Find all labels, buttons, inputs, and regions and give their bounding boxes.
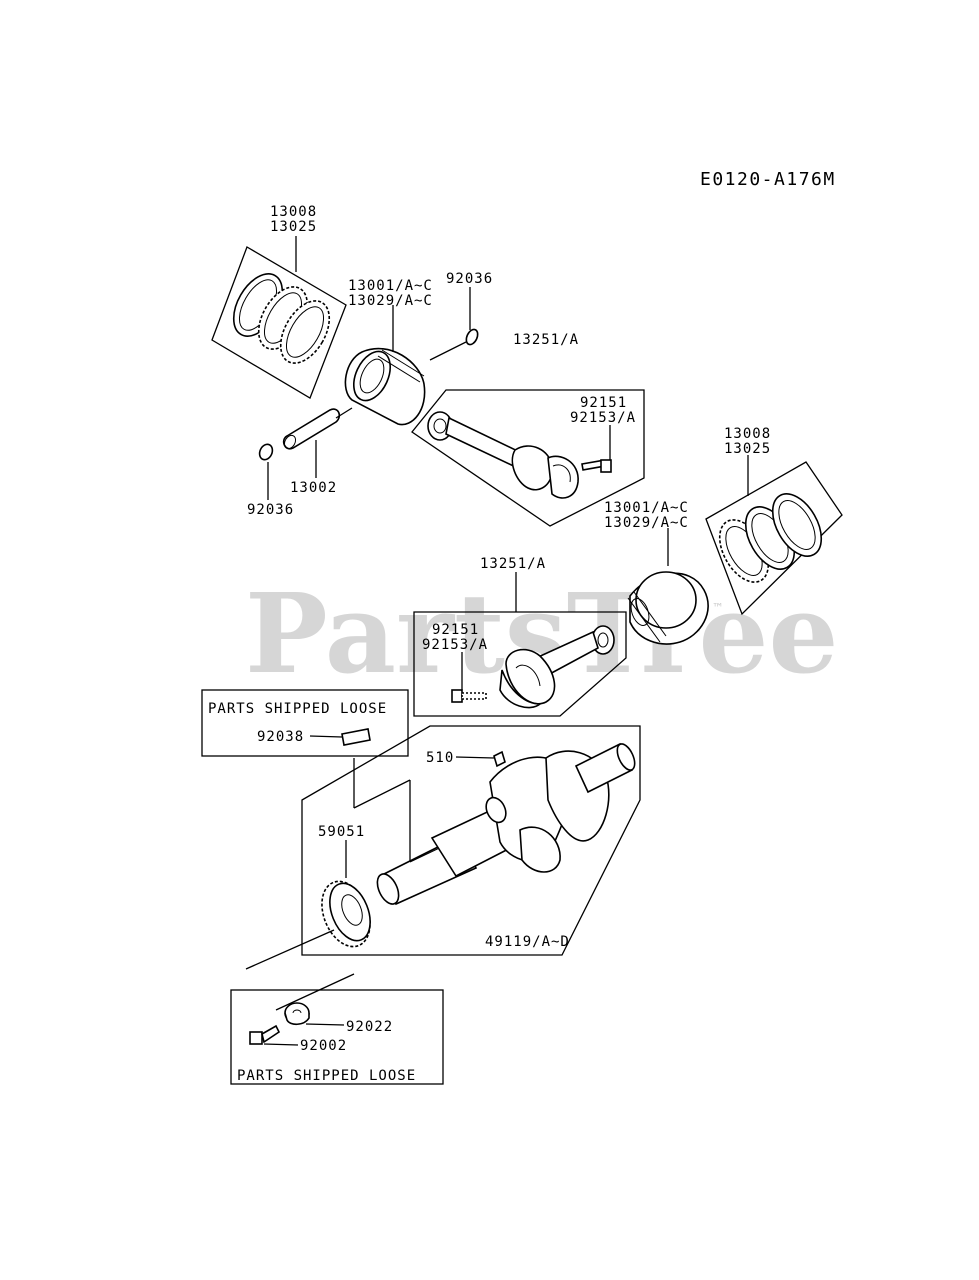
label-key: 92038 xyxy=(257,729,304,745)
connecting-rod-top[interactable] xyxy=(427,411,579,499)
piston-pin[interactable] xyxy=(282,408,341,450)
label-rod-top: 13251/A xyxy=(513,332,579,348)
label-rings-right-1: 13008 xyxy=(724,426,771,442)
label-loose-bottom: PARTS SHIPPED LOOSE xyxy=(237,1068,416,1084)
label-rings-top-2: 13025 xyxy=(270,219,317,235)
label-rings-top-1: 13008 xyxy=(270,204,317,220)
label-crank: 49119/A~D xyxy=(485,934,570,950)
bolt-bottom[interactable] xyxy=(249,1024,281,1045)
label-loose-top: PARTS SHIPPED LOOSE xyxy=(208,701,387,717)
label-bolt-mid-1: 92151 xyxy=(432,622,479,638)
label-bolt-top-2: 92153/A xyxy=(570,410,636,426)
label-rings-right-2: 13025 xyxy=(724,441,771,457)
connecting-rod-mid[interactable] xyxy=(499,625,615,709)
circlip-left[interactable] xyxy=(257,442,275,462)
label-piston-top-1: 13001/A~C xyxy=(348,278,433,294)
label-bolt-bottom: 92002 xyxy=(300,1038,347,1054)
label-piston-top-2: 13029/A~C xyxy=(348,293,433,309)
rod-box-mid xyxy=(413,611,627,717)
watermark-tm: ™ xyxy=(712,601,724,615)
key-part[interactable] xyxy=(341,728,371,746)
label-clip-top: 92036 xyxy=(446,271,493,287)
label-pin510: 510 xyxy=(426,750,454,766)
circlip-top[interactable] xyxy=(464,328,480,347)
label-bolt-mid-2: 92153/A xyxy=(422,637,488,653)
label-clip-left: 92036 xyxy=(247,502,294,518)
crankshaft[interactable] xyxy=(373,741,638,907)
crank-box xyxy=(301,725,641,956)
washer[interactable] xyxy=(284,1002,310,1026)
diagram-code: E0120-A176M xyxy=(700,169,836,190)
label-pin: 13002 xyxy=(290,480,337,496)
label-washer: 92022 xyxy=(346,1019,393,1035)
rod-bolt-mid[interactable] xyxy=(451,689,487,703)
rod-box-top xyxy=(411,389,645,527)
piston-right[interactable] xyxy=(627,571,709,645)
piston-top[interactable] xyxy=(344,346,426,426)
label-rod-mid: 13251/A xyxy=(480,556,546,572)
rod-bolt-top[interactable] xyxy=(581,459,612,473)
piston-rings-top[interactable] xyxy=(211,246,347,399)
crank-gear[interactable] xyxy=(313,874,379,954)
label-gear: 59051 xyxy=(318,824,365,840)
label-piston-right-2: 13029/A~C xyxy=(604,515,689,531)
pin-510[interactable] xyxy=(493,750,506,768)
label-bolt-top-1: 92151 xyxy=(580,395,627,411)
piston-rings-right[interactable] xyxy=(705,461,843,616)
loose-box-bottom xyxy=(230,989,444,1085)
loose-box-top xyxy=(201,689,409,757)
label-piston-right-1: 13001/A~C xyxy=(604,500,689,516)
